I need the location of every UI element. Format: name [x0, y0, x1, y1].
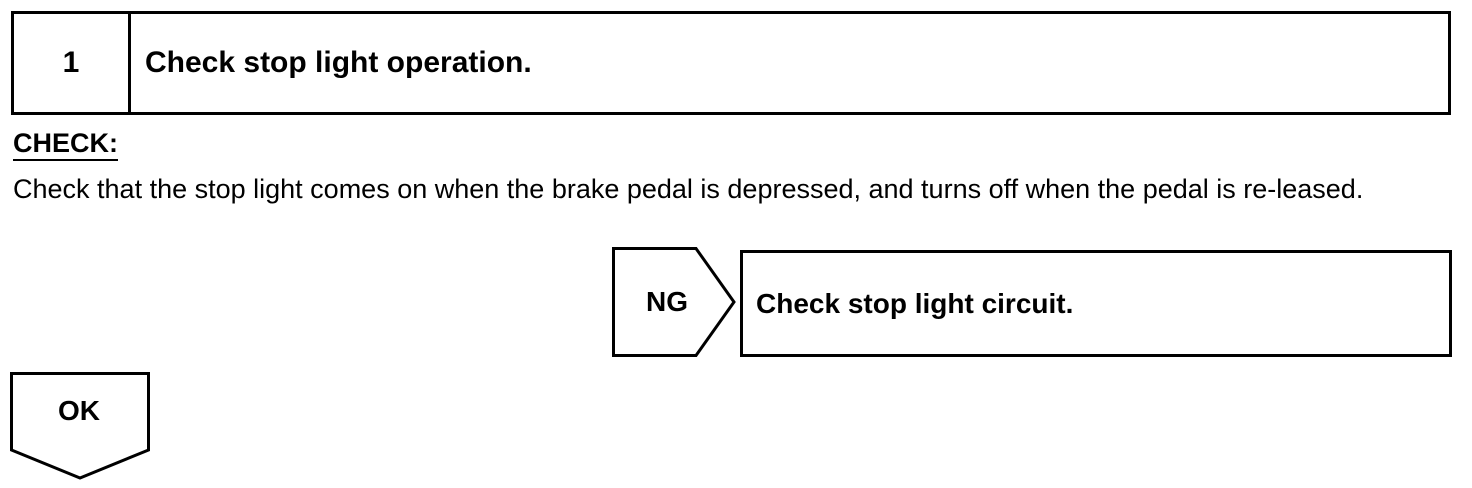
step-title: Check stop light operation.: [145, 46, 532, 79]
ok-label: OK: [58, 395, 100, 426]
step-number: 1: [14, 14, 131, 112]
ng-label: NG: [646, 286, 688, 317]
ng-action-box: Check stop light circuit.: [740, 250, 1452, 357]
check-instructions: Check that the stop light comes on when …: [13, 174, 1364, 204]
ng-arrow-shape: [612, 247, 736, 357]
ok-arrow-shape: [10, 372, 150, 480]
check-heading: CHECK:: [13, 128, 118, 161]
step-header: 1 Check stop light operation.: [11, 11, 1451, 115]
